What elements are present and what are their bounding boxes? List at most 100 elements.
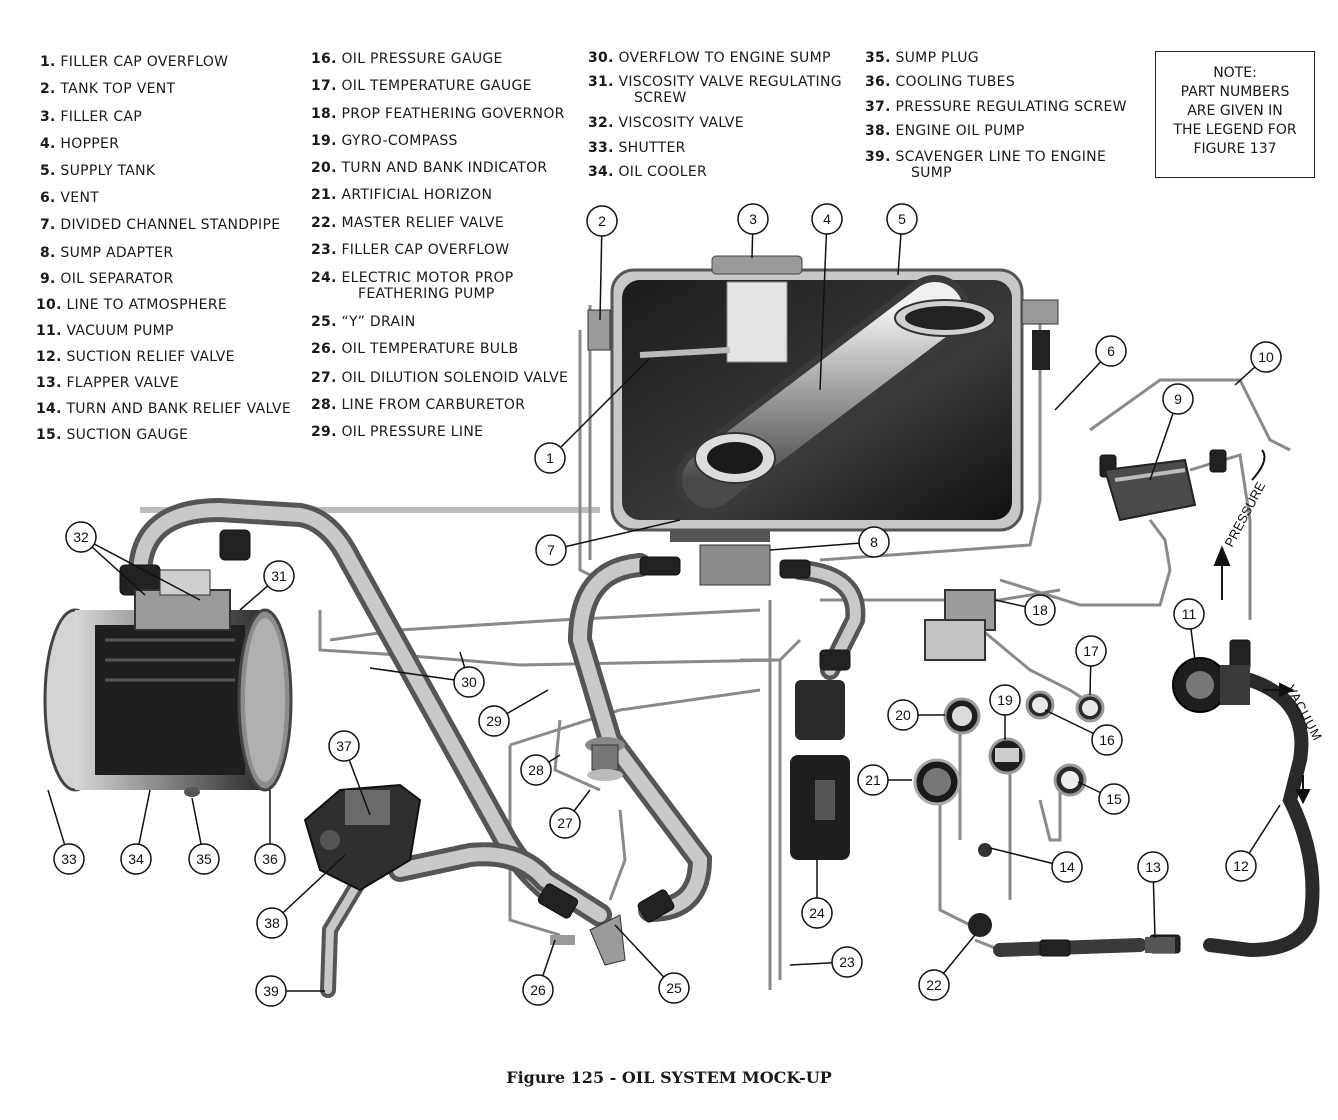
- leader-line: [271, 854, 346, 924]
- callout-number: 37: [336, 738, 352, 754]
- callout-28: 28: [520, 754, 552, 786]
- callout-25: 25: [658, 972, 690, 1004]
- thin-lines: [140, 305, 1291, 990]
- callout-circle: [120, 843, 152, 875]
- callout-circle: [520, 754, 552, 786]
- callout-number: 28: [528, 762, 544, 778]
- callout-6: 6: [1095, 335, 1127, 367]
- callout-37: 37: [328, 730, 360, 762]
- callout-circle: [1051, 851, 1083, 883]
- callout-number: 39: [263, 983, 279, 999]
- callout-circle: [1091, 724, 1123, 756]
- callout-circle: [53, 843, 85, 875]
- callout-number: 1: [546, 450, 554, 466]
- oil-system-diagram: PRESSURE VACUUM 123456789101112131415161…: [43, 203, 1325, 1007]
- callout-circle: [328, 730, 360, 762]
- leader-line: [80, 536, 201, 601]
- note-box: NOTE: PART NUMBERS ARE GIVEN IN THE LEGE…: [1155, 51, 1315, 178]
- callout-number: 27: [557, 815, 573, 831]
- callout-number: 30: [461, 674, 477, 690]
- callout-circle: [586, 205, 618, 237]
- callout-circle: [858, 526, 890, 558]
- callout-16: 16: [1091, 724, 1123, 756]
- callout-circle: [1173, 598, 1205, 630]
- callout-number: 3: [749, 211, 757, 227]
- callout-number: 7: [547, 542, 555, 558]
- callout-circle: [886, 203, 918, 235]
- callout-circle: [534, 442, 566, 474]
- callout-3: 3: [737, 203, 769, 235]
- callout-number: 13: [1145, 859, 1161, 875]
- note-line: THE LEGEND FOR: [1173, 122, 1297, 138]
- callout-number: 9: [1174, 391, 1182, 407]
- callout-number: 4: [823, 211, 831, 227]
- instrument-gauges: [913, 690, 1175, 953]
- callout-32: 32: [65, 521, 97, 553]
- callout-circle: [522, 974, 554, 1006]
- callout-30: 30: [453, 666, 485, 698]
- callout-number: 22: [926, 977, 942, 993]
- callout-number: 20: [895, 707, 911, 723]
- callout-circle: [535, 534, 567, 566]
- leader-line: [550, 519, 681, 551]
- callout-number: 38: [264, 915, 280, 931]
- callout-number: 10: [1258, 349, 1274, 365]
- callout-11: 11: [1173, 598, 1205, 630]
- callout-circle: [831, 946, 863, 978]
- callout-36: 36: [254, 843, 286, 875]
- callout-24: 24: [801, 897, 833, 929]
- callout-number: 14: [1059, 859, 1075, 875]
- callout-circle: [1098, 783, 1130, 815]
- callout-circle: [1075, 635, 1107, 667]
- callout-circle: [1225, 850, 1257, 882]
- callout-number: 5: [898, 211, 906, 227]
- leader-line: [549, 357, 651, 459]
- callout-number: 36: [262, 851, 278, 867]
- callout-number: 18: [1032, 602, 1048, 618]
- callout-circle: [1137, 851, 1169, 883]
- callout-5: 5: [886, 203, 918, 235]
- callout-circle: [255, 975, 287, 1007]
- y-drain: [550, 914, 626, 966]
- oil-cooler: [43, 569, 293, 797]
- callout-29: 29: [478, 705, 510, 737]
- governor: [924, 589, 996, 661]
- callout-number: 2: [598, 213, 606, 229]
- callout-circle: [857, 764, 889, 796]
- callout-number: 16: [1099, 732, 1115, 748]
- callout-21: 21: [857, 764, 889, 796]
- callout-35: 35: [188, 843, 220, 875]
- callout-14: 14: [1051, 851, 1083, 883]
- callout-number: 34: [128, 851, 144, 867]
- callout-number: 26: [530, 982, 546, 998]
- callout-34: 34: [120, 843, 152, 875]
- note-title: NOTE:: [1213, 65, 1257, 81]
- callout-number: 24: [809, 905, 825, 921]
- callout-number: 17: [1083, 643, 1099, 659]
- callout-number: 33: [61, 851, 77, 867]
- main-pipes: [128, 497, 1320, 998]
- callout-number: 29: [486, 713, 502, 729]
- callout-17: 17: [1075, 635, 1107, 667]
- callout-circle: [918, 969, 950, 1001]
- callout-number: 8: [870, 534, 878, 550]
- caption-separator: -: [604, 1068, 622, 1087]
- callout-38: 38: [256, 907, 288, 939]
- callout-number: 11: [1182, 606, 1197, 622]
- callout-4: 4: [811, 203, 843, 235]
- supply-tank: [587, 255, 1059, 586]
- callout-circle: [1162, 383, 1194, 415]
- callout-20: 20: [887, 699, 919, 731]
- callout-10: 10: [1250, 341, 1282, 373]
- callout-number: 12: [1233, 858, 1249, 874]
- callout-circle: [887, 699, 919, 731]
- flow-arrows: [1213, 449, 1311, 805]
- leader-line: [819, 218, 828, 391]
- leader-line: [769, 541, 875, 551]
- note-line: ARE GIVEN IN: [1187, 103, 1283, 119]
- callout-number: 23: [839, 954, 855, 970]
- callout-31: 31: [263, 560, 295, 592]
- callout-circle: [254, 843, 286, 875]
- callout-circle: [989, 684, 1021, 716]
